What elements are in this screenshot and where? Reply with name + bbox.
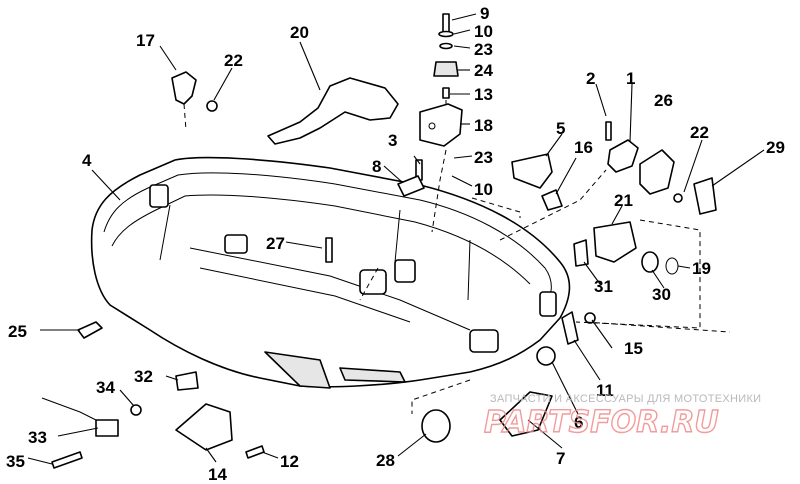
watermark-tagline: ЗАПЧАСТИ И АКСЕССУАРЫ ДЛЯ МОТОТЕХНИКИ [490, 393, 761, 405]
callout-34: 34 [96, 378, 115, 397]
part-26-knob [639, 149, 675, 195]
part-19-ring [665, 257, 679, 275]
part-35-bolt [51, 451, 83, 469]
callout-22b: 22 [690, 123, 709, 142]
part-27-bolt [325, 237, 333, 263]
callout-4: 4 [82, 151, 92, 170]
callout-6: 6 [574, 413, 583, 432]
part-17-bracket [171, 71, 197, 105]
leader-lines [27, 13, 765, 465]
mount-stack [419, 13, 463, 147]
callout-30: 30 [652, 285, 671, 304]
callout-19: 19 [692, 259, 711, 278]
part-14-mount [175, 403, 233, 451]
callout-15: 15 [624, 339, 643, 358]
callout-24: 24 [474, 61, 493, 80]
callout-16: 16 [574, 138, 593, 157]
callout-20: 20 [290, 23, 309, 42]
part-8-clip [397, 175, 425, 197]
callout-12: 12 [280, 452, 299, 471]
callout-21: 21 [614, 191, 633, 210]
part-6-plug [536, 346, 556, 366]
callout-14: 14 [208, 465, 227, 484]
part-21-valve [593, 221, 637, 263]
part-30-bushing [641, 251, 659, 273]
part-32-clip [175, 371, 199, 391]
lower-motor-cover [90, 156, 571, 389]
callout-33: 33 [28, 428, 47, 447]
part-31-plate [573, 239, 589, 267]
callout-29: 29 [766, 138, 785, 157]
callout-13: 13 [474, 85, 493, 104]
callout-23b: 23 [474, 148, 493, 167]
part-34-nut [130, 404, 142, 416]
callout-23a: 23 [474, 40, 493, 59]
part-3-screw [415, 159, 423, 181]
callout-31: 31 [594, 277, 613, 296]
callout-3: 3 [388, 131, 397, 150]
callout-9: 9 [480, 4, 489, 23]
callout-11: 11 [596, 381, 614, 400]
part-5-pad [511, 153, 553, 189]
part-20-bracket [267, 77, 399, 145]
callout-32: 32 [134, 367, 153, 386]
callout-35: 35 [6, 452, 25, 471]
part-29-clip [693, 177, 717, 215]
watermark: ЗАПЧАСТИ И АКСЕССУАРЫ ДЛЯ МОТОТЕХНИКИ PA… [483, 393, 761, 441]
part-7-seal [499, 391, 553, 437]
callout-27: 27 [266, 234, 285, 253]
part-22-bolt [206, 100, 218, 112]
callout-17: 17 [136, 31, 155, 50]
part-11-bracket [561, 311, 579, 345]
callout-25: 25 [8, 322, 27, 341]
part-12-screw [245, 445, 265, 459]
callout-26: 26 [654, 91, 673, 110]
callout-18: 18 [474, 116, 493, 135]
callout-22a: 22 [224, 51, 243, 70]
callout-2: 2 [586, 69, 595, 88]
callout-10a: 10 [474, 22, 493, 41]
callout-28: 28 [376, 451, 395, 470]
part-22b-screw [673, 193, 683, 203]
part-16-clip [541, 189, 563, 211]
callout-labels: 1 2 3 4 5 6 7 8 9 10 10 11 12 13 14 15 1… [6, 4, 785, 484]
part-2-screw [605, 121, 612, 141]
callout-5: 5 [556, 119, 565, 138]
callout-1: 1 [626, 69, 635, 88]
callout-10b: 10 [474, 180, 493, 199]
watermark-brand: PARTSFOR.RU [484, 405, 719, 440]
callout-8: 8 [372, 157, 381, 176]
part-33-bracket [95, 419, 119, 437]
part-25-fastener [77, 321, 103, 339]
part-1-latch [607, 139, 639, 173]
callout-7: 7 [556, 449, 565, 468]
part-28-grommet [421, 409, 451, 443]
